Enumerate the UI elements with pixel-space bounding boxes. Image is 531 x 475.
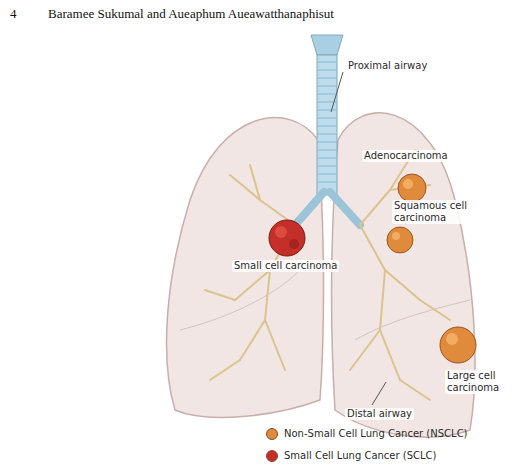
page-header: 4 [10, 8, 17, 20]
part-label: Squamous cell carcinoma [392, 200, 474, 224]
page-header: Baramee Sukumal and Aueaphum Aueawatthan… [48, 8, 334, 20]
legend-swatch [266, 428, 278, 440]
legend-swatch [266, 450, 278, 462]
legend-text: Non-Small Cell Lung Cancer (NSCLC) [284, 428, 468, 440]
part-label: Distal airway [345, 408, 414, 420]
leader-line [372, 382, 386, 405]
trachea-rings [317, 62, 337, 182]
tumor-sclc [269, 220, 305, 256]
bronchial-tree [205, 150, 450, 400]
leader-line [331, 72, 343, 112]
tumor-nsclc [387, 174, 476, 363]
main-bronchi [295, 192, 360, 225]
part-label: Small cell carcinoma [232, 260, 339, 272]
legend-text: Small Cell Lung Cancer (SCLC) [284, 450, 437, 462]
lung-fissure [180, 270, 300, 330]
part-label: Large cell carcinoma [445, 370, 521, 394]
part-label: Adenocarcinoma [362, 150, 450, 162]
trachea [317, 55, 337, 195]
larynx [311, 35, 343, 55]
part-label: Proximal airway [346, 60, 429, 72]
